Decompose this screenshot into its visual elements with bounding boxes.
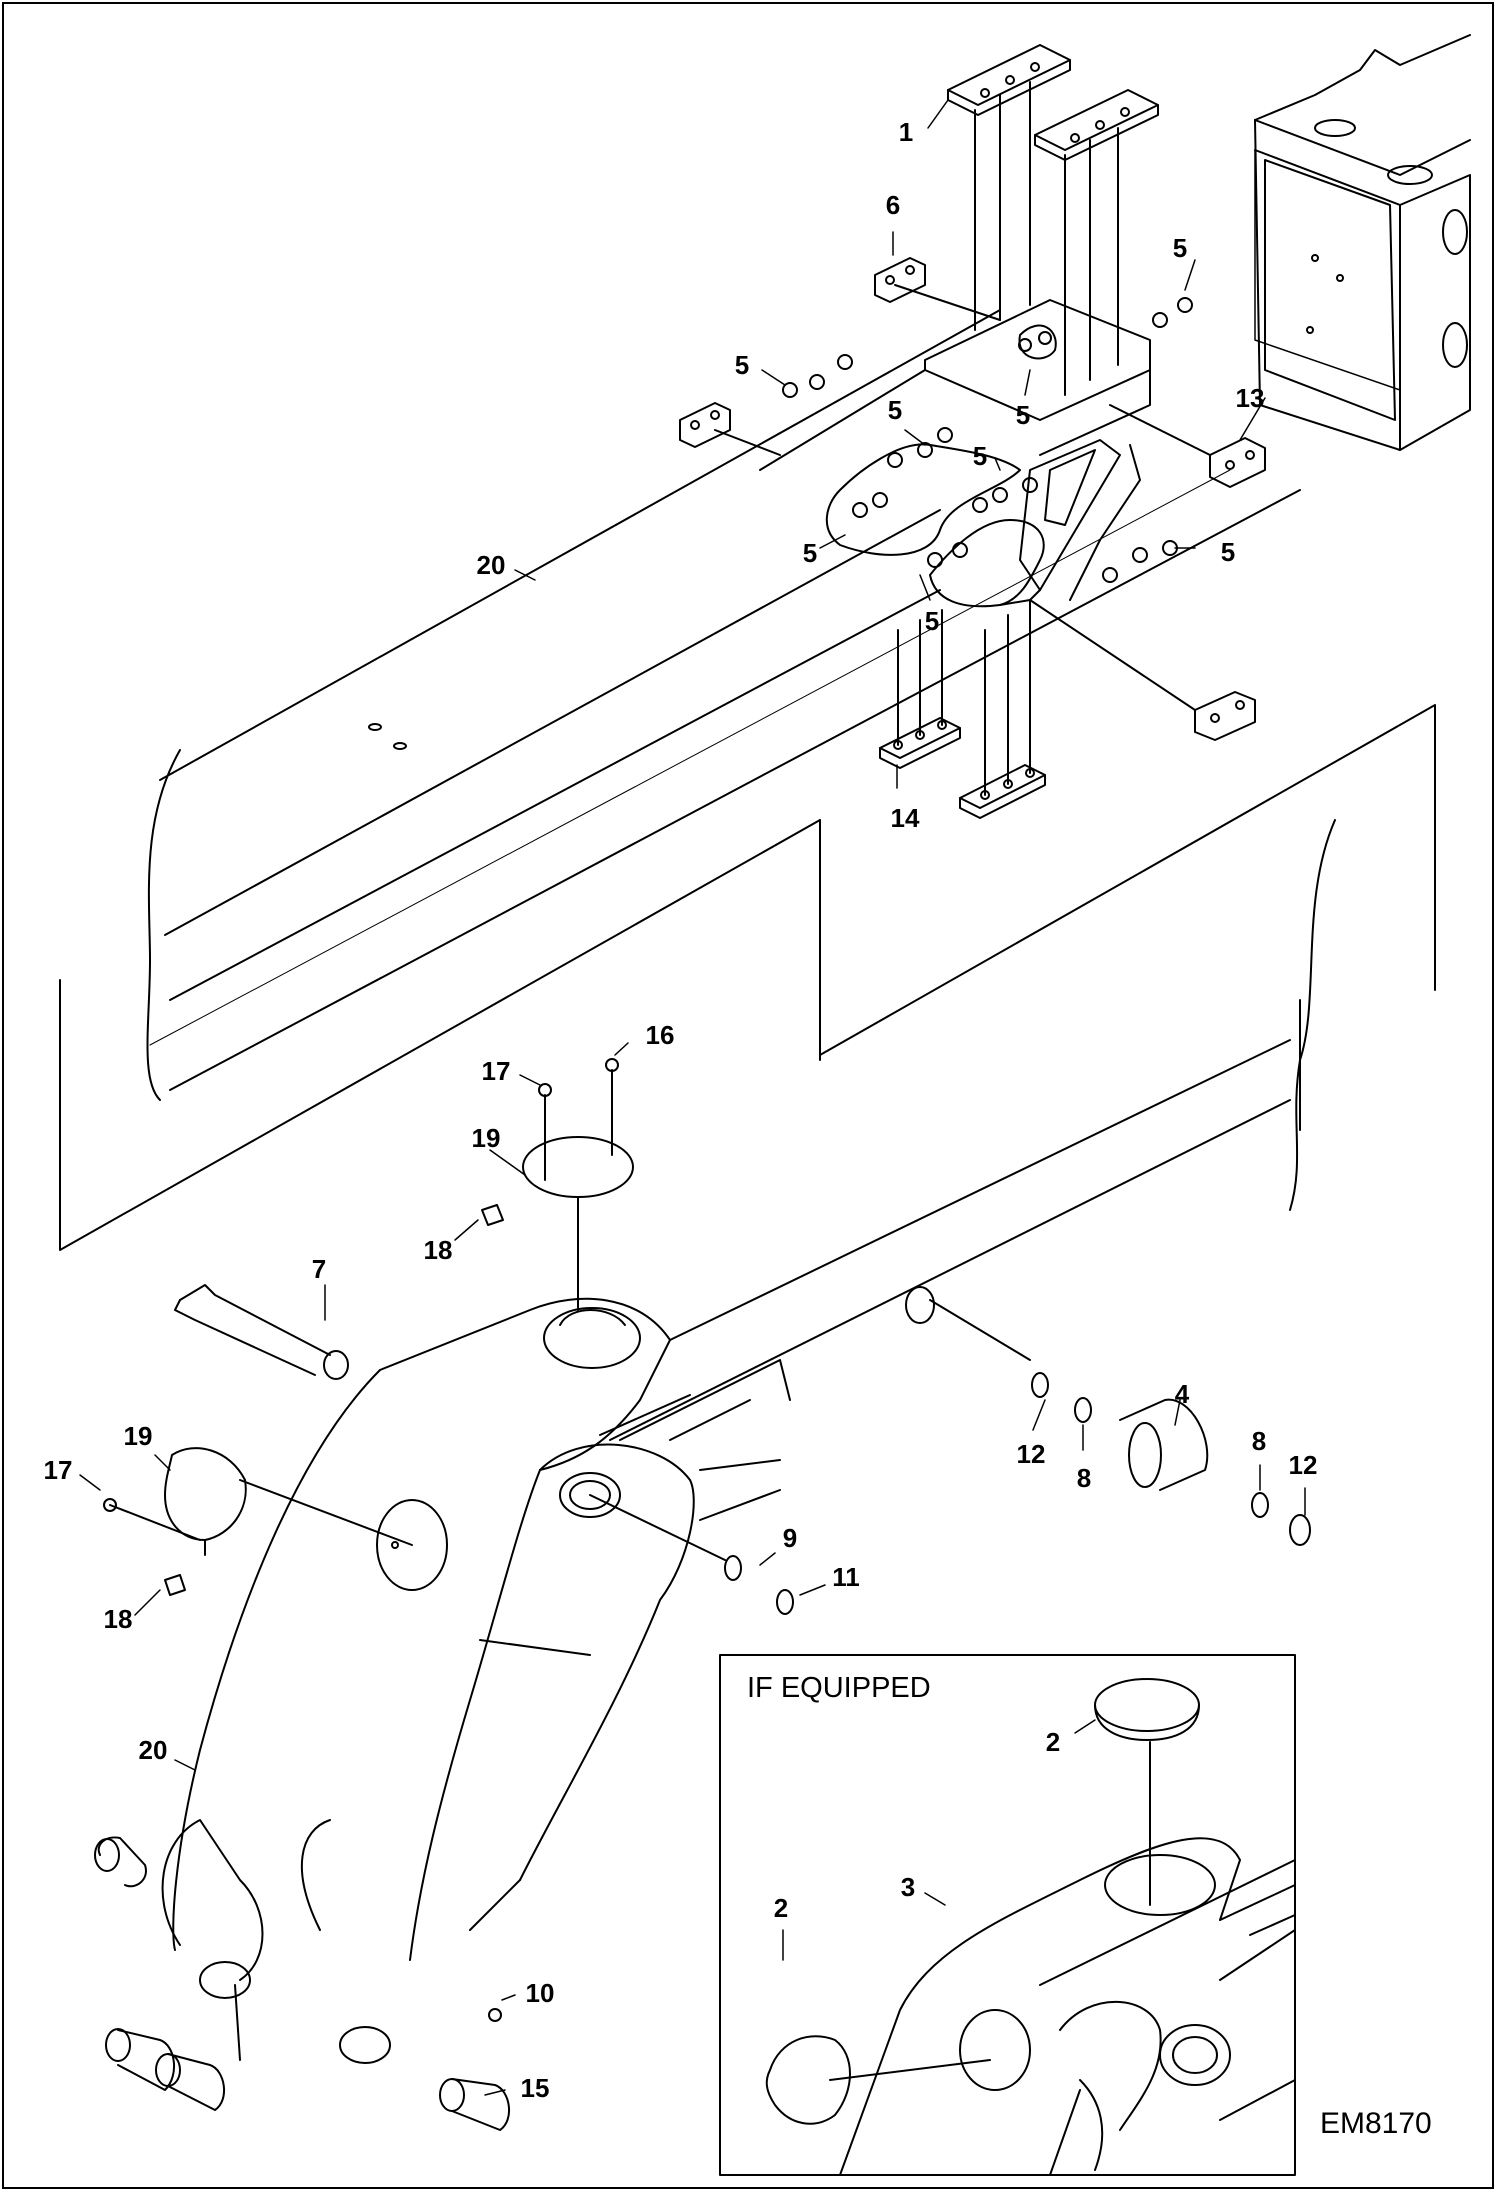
callout-14: 14 [890, 803, 920, 833]
callout-5: 5 [734, 350, 750, 380]
callout-8: 8 [1251, 1426, 1267, 1456]
callout-20: 20 [476, 550, 506, 580]
callout-3: 3 [900, 1872, 916, 1902]
pins-rings-bushings [94, 1284, 1311, 2131]
inset-leader-lines [782, 1719, 1096, 1961]
callout-2: 2 [1045, 1727, 1061, 1757]
wear-pads-top [947, 44, 1159, 396]
lower-boom [161, 1039, 1291, 1981]
upper-boom-section [59, 309, 1436, 1251]
callout-17: 17 [43, 1455, 73, 1485]
callout-18: 18 [423, 1235, 453, 1265]
inset-title: IF EQUIPPED [747, 1672, 931, 1704]
callout-20: 20 [138, 1735, 168, 1765]
callout-2: 2 [773, 1893, 789, 1923]
callout-10: 10 [525, 1978, 555, 2008]
callout-11: 11 [832, 1562, 860, 1592]
callout-15: 15 [520, 2073, 550, 2103]
callout-17: 17 [481, 1056, 511, 1086]
side-cover-plate [109, 1447, 413, 1596]
lower-side-plates [825, 439, 1141, 608]
callout-18: 18 [103, 1604, 133, 1634]
boom-rear-end [1254, 34, 1471, 451]
callout-5: 5 [1015, 400, 1031, 430]
callout-4: 4 [1174, 1379, 1190, 1409]
callout-1: 1 [898, 117, 914, 147]
callout-7: 7 [311, 1254, 327, 1284]
callout-5: 5 [1220, 537, 1236, 567]
inset-if-equipped [719, 1654, 1296, 2176]
leader-lines [79, 99, 1306, 2096]
bolt-heads [103, 297, 1193, 2022]
callout-8: 8 [1076, 1463, 1092, 1493]
callout-19: 19 [471, 1123, 501, 1153]
diagram-code: EM8170 [1320, 2107, 1432, 2140]
wear-pads-bottom [879, 599, 1046, 819]
callout-12: 12 [1288, 1450, 1318, 1480]
callout-16: 16 [645, 1020, 675, 1050]
callout-9: 9 [782, 1523, 798, 1553]
side-pads [679, 257, 1266, 741]
callout-6: 6 [885, 190, 901, 220]
callout-5: 5 [972, 441, 988, 471]
upper-mounting-plate [759, 299, 1151, 471]
callout-13: 13 [1235, 383, 1265, 413]
callout-5: 5 [887, 395, 903, 425]
callout-19: 19 [123, 1421, 153, 1451]
callout-5: 5 [1172, 233, 1188, 263]
callout-5: 5 [802, 538, 818, 568]
callout-5: 5 [924, 606, 940, 636]
upper-cover-plate [481, 1069, 634, 1311]
callout-12: 12 [1016, 1439, 1046, 1469]
